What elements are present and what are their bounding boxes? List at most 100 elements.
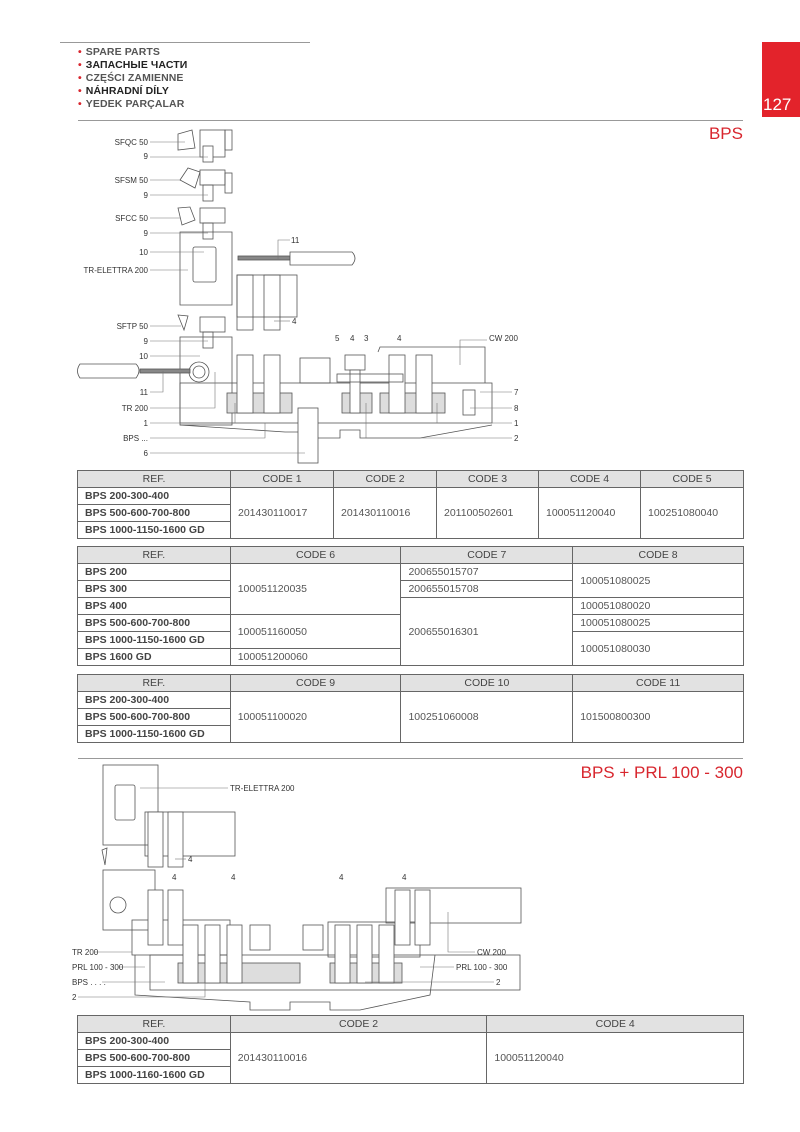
tr-200 <box>101 847 156 931</box>
table-row: BPS 200-300-400 201430110016 10005112004… <box>77 1032 744 1084</box>
column-header: REF. <box>77 674 231 692</box>
table-header-row: REF. CODE 6 CODE 7 CODE 8 <box>77 546 744 564</box>
column-header: CODE 11 <box>572 674 744 692</box>
label-10: 10 <box>139 352 148 361</box>
code-cell: 100051080030 <box>572 631 744 666</box>
column-header: CODE 8 <box>572 546 744 564</box>
label-9: 9 <box>143 337 148 346</box>
label-4: 4 <box>231 873 236 882</box>
code-cell: 201430110016 <box>333 487 437 539</box>
label-2: 2 <box>72 993 77 1002</box>
label-4: 4 <box>172 873 177 882</box>
table-row: BPS 1000-1150-1600 GD <box>77 521 744 539</box>
label-5: 5 <box>335 334 340 343</box>
label-8: 8 <box>514 404 519 413</box>
label-11: 11 <box>291 236 300 245</box>
section-title-bps-prl: BPS + PRL 100 - 300 <box>580 763 743 782</box>
column-header: CODE 2 <box>333 470 437 488</box>
codes-table-4: REF. CODE 2 CODE 4 BPS 200-300-400 20143… <box>77 1015 744 1084</box>
code-cell: 201100502601 <box>436 487 539 539</box>
column-header: CODE 3 <box>436 470 539 488</box>
language-item: •SPARE PARTS <box>78 46 161 58</box>
label-9: 9 <box>143 152 148 161</box>
label-sfqc-50: SFQC 50 <box>114 138 148 147</box>
language-item: •ЗАПАСНЫЕ ЧАСТИ <box>78 59 188 71</box>
tr-200 <box>179 336 233 426</box>
code-cell: 100051200060 <box>229 648 402 666</box>
tool-holder-sfsm <box>179 167 233 202</box>
tool-holder-sfqc <box>177 129 233 163</box>
label-2: 2 <box>514 434 519 443</box>
code-cell: 201430110016 <box>229 1032 488 1084</box>
codes-table-2: REF. CODE 6 CODE 7 CODE 8 BPS 200 100051… <box>77 546 744 666</box>
code-cell: 200655016301 <box>400 597 574 666</box>
language-item: •NÁHRADNÍ DÍLY <box>78 85 169 97</box>
column-header: CODE 2 <box>229 1015 488 1033</box>
label-9: 9 <box>143 191 148 200</box>
page-number: 127 <box>763 95 792 114</box>
ref-cell: BPS 500-600-700-800 <box>77 614 231 632</box>
ref-cell: BPS 1000-1160-1600 GD <box>77 1066 231 1084</box>
table-row: BPS 1600 GD 100051200060 <box>77 648 744 666</box>
code-cell: 100051160050 <box>229 614 402 649</box>
table-row: BPS 200-300-400 201430110017 20143011001… <box>77 487 744 539</box>
label-prl-100-300: PRL 100 - 300 <box>456 963 508 972</box>
tool-holder-sfcc <box>177 206 226 240</box>
label-4: 4 <box>402 873 407 882</box>
code-cell: 100051120040 <box>486 1032 744 1084</box>
column-header: CODE 5 <box>640 470 744 488</box>
code-cell: 100051120040 <box>538 487 641 539</box>
label-4: 4 <box>350 334 355 343</box>
label-4: 4 <box>397 334 402 343</box>
table-row: BPS 1000-1150-1600 GD <box>77 725 744 743</box>
column-header: REF. <box>77 1015 231 1033</box>
label-sftp-50: SFTP 50 <box>116 322 148 331</box>
table-header-row: REF. CODE 1 CODE 2 CODE 3 CODE 4 CODE 5 <box>77 470 744 488</box>
codes-table-1: REF. CODE 1 CODE 2 CODE 3 CODE 4 CODE 5 … <box>77 470 744 539</box>
label-sfsm-50: SFSM 50 <box>114 176 148 185</box>
tr-elettra-200 <box>102 764 236 857</box>
code-cell: 100251080040 <box>640 487 744 539</box>
label-tr-200: TR 200 <box>72 948 99 957</box>
label-1: 1 <box>514 419 519 428</box>
label-tr-elettra-200: TR-ELETTRA 200 <box>83 266 148 275</box>
table-row: BPS 300 200655015708 <box>77 580 744 598</box>
table-header-row: REF. CODE 9 CODE 10 CODE 11 <box>77 674 744 692</box>
label-4: 4 <box>188 855 193 864</box>
code-cell: 100051100020 <box>229 691 402 743</box>
label-1: 1 <box>143 419 148 428</box>
label-bps: BPS . . . . <box>72 978 106 987</box>
ref-cell: BPS 200-300-400 <box>77 1032 231 1050</box>
language-list: •SPARE PARTS •ЗАПАСНЫЕ ЧАСТИ •CZĘŚCI ZAM… <box>78 46 187 111</box>
screwdriver-11-top <box>237 251 356 266</box>
table-row: BPS 1000-1150-1600 GD 100051080030 <box>77 631 744 666</box>
label-2: 2 <box>496 978 501 987</box>
section-divider <box>78 758 743 759</box>
code-cell: 201430110017 <box>230 487 334 539</box>
column-header: CODE 6 <box>229 546 402 564</box>
table-row: BPS 200-300-400 100051100020 10025106000… <box>77 691 744 743</box>
label-prl-100-300: PRL 100 - 300 <box>72 963 124 972</box>
label-11: 11 <box>139 388 148 397</box>
section-title-bps: BPS <box>708 124 743 143</box>
cw-200 <box>299 346 486 384</box>
ref-cell: BPS 1600 GD <box>77 648 231 666</box>
top-divider <box>60 42 310 43</box>
page-number-tab: 127 <box>762 42 800 117</box>
label-tr-200: TR 200 <box>121 404 148 413</box>
ref-cell: BPS 200-300-400 <box>77 487 231 505</box>
column-header: CODE 4 <box>486 1015 744 1033</box>
label-10: 10 <box>139 248 148 257</box>
label-bps: BPS ... <box>123 434 148 443</box>
column-header: CODE 4 <box>538 470 641 488</box>
label-9: 9 <box>143 229 148 238</box>
ref-cell: BPS 300 <box>77 580 231 598</box>
label-4: 4 <box>339 873 344 882</box>
label-tr-elettra-200: TR-ELETTRA 200 <box>230 784 295 793</box>
clamp-screws <box>147 889 431 984</box>
codes-table-3: REF. CODE 9 CODE 10 CODE 11 BPS 200-300-… <box>77 674 744 743</box>
label-4: 4 <box>292 317 297 326</box>
table-header-row: REF. CODE 2 CODE 4 <box>77 1015 744 1033</box>
tool-holder-sftp <box>177 314 226 349</box>
